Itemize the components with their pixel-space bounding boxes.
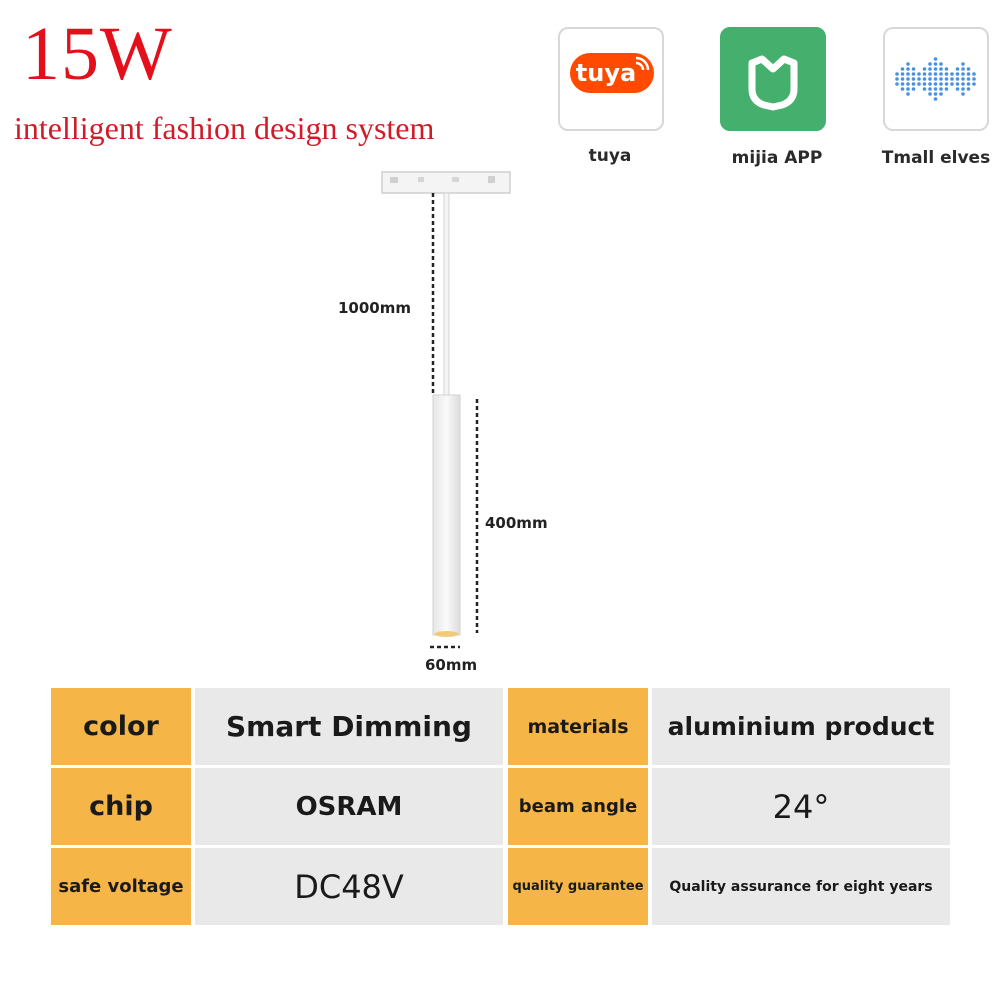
diameter-label: 60mm [425, 656, 478, 674]
mijia-label: mijia APP [731, 148, 823, 168]
tmall-logo-icon [895, 57, 976, 101]
spec-label-safe-voltage: safe voltage [51, 848, 191, 925]
spec-value-chip: OSRAM [195, 768, 503, 845]
light-lens [434, 631, 459, 637]
spec-label-materials: materials [508, 688, 648, 765]
spec-value-quality-guarantee: Quality assurance for eight years [652, 848, 950, 925]
spec-value-color: Smart Dimming [195, 688, 503, 765]
tuya-label: tuya [588, 146, 632, 166]
tuya-logo-icon: tuya [570, 53, 654, 93]
body-length-label: 400mm [485, 514, 548, 532]
power-title: 15W [22, 12, 173, 96]
spec-label-quality-guarantee: quality guarantee [508, 848, 648, 925]
subtitle: intelligent fashion design system [14, 110, 435, 146]
tmall-label: Tmall elves [881, 148, 991, 168]
suspension-cable [443, 192, 450, 399]
spec-label-chip: chip [51, 768, 191, 845]
spec-value-safe-voltage: DC48V [195, 848, 503, 925]
cable-length-label: 1000mm [338, 299, 412, 317]
mijia-app-card [720, 27, 826, 131]
tuya-logo-text: tuya [576, 59, 636, 87]
spec-value-beam-angle: 24° [652, 768, 950, 845]
tuya-app-card: tuya [558, 27, 664, 131]
spec-value-materials: aluminium product [652, 688, 950, 765]
tmall-app-card [883, 27, 989, 131]
spec-label-color: color [51, 688, 191, 765]
mijia-logo-icon [748, 55, 798, 111]
pendant-light-illustration [381, 171, 511, 649]
light-cylinder [432, 394, 461, 636]
spec-label-beam-angle: beam angle [508, 768, 648, 845]
